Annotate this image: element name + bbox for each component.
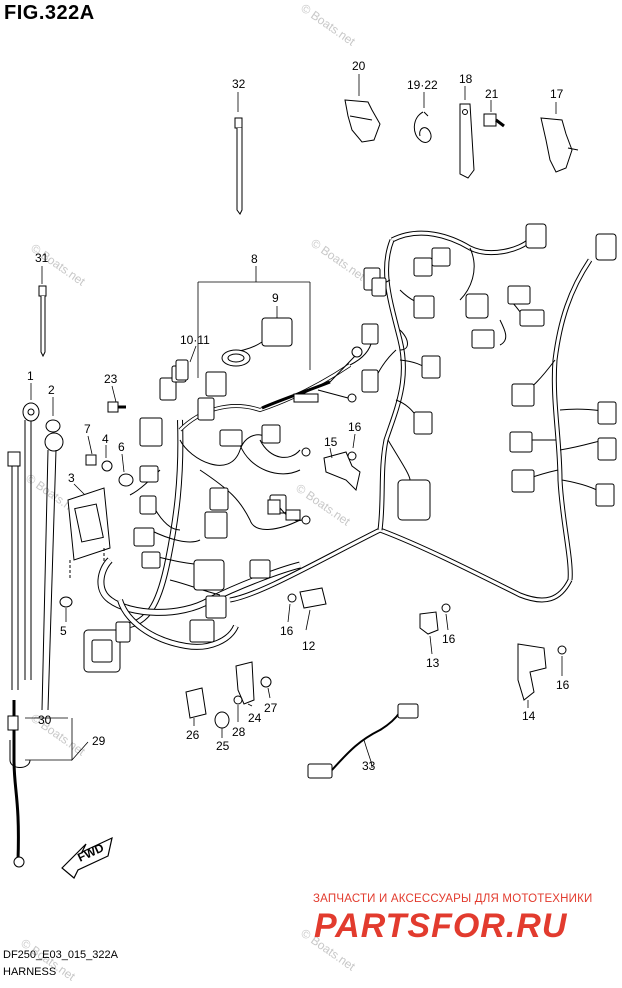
callout-5: 5 [60, 624, 67, 638]
promo-brand-logo: PARTSFOR.RU [314, 907, 568, 945]
part-7-bolt [85, 435, 97, 466]
callout-16c: 16 [442, 632, 456, 646]
watermark-text: © Boats.net [308, 236, 368, 284]
part-33-sub-harness [307, 703, 419, 779]
injector-harness [371, 230, 607, 581]
part-19-22-clip [413, 92, 432, 143]
callout-10-11: 10·11 [180, 333, 210, 347]
part-13-bracket [419, 611, 439, 655]
callout-23: 23 [104, 372, 118, 386]
part-18-bracket [459, 86, 475, 179]
callout-7: 7 [84, 422, 91, 436]
callout-16b: 16 [280, 624, 294, 638]
part-23-bolt [107, 385, 126, 413]
part-25-grommet [214, 711, 230, 738]
callout-14: 14 [522, 709, 536, 723]
part-3-plate [67, 483, 111, 580]
callout-15: 15 [324, 435, 338, 449]
part-12-bracket [299, 587, 327, 631]
callout-19-22: 19·22 [407, 78, 438, 92]
callout-21: 21 [485, 87, 499, 101]
promo-brand-text: PARTSFOR.RU [314, 907, 568, 945]
callout-30: 30 [38, 713, 52, 727]
callout-12: 12 [302, 639, 316, 653]
callout-20: 20 [352, 59, 366, 73]
part-16-bolt-d [557, 645, 567, 676]
part-16-bolt-a [347, 433, 357, 461]
callout-1: 1 [27, 369, 34, 383]
ring-terminal-leads [261, 346, 363, 525]
part-14-bracket [517, 643, 547, 708]
part-16-bolt-c [441, 603, 451, 631]
part-28-nut [233, 695, 243, 722]
part-17-clamp [540, 102, 579, 173]
promo-tagline: ЗАПЧАСТИ И АКСЕССУАРЫ ДЛЯ МОТОТЕХНИКИ [313, 893, 593, 905]
callout-8: 8 [251, 252, 258, 266]
part-15-bracket [323, 451, 361, 491]
leader-lines [189, 266, 333, 459]
callout-17: 17 [550, 87, 564, 101]
callout-25: 25 [216, 739, 230, 753]
left-cable-connector [7, 451, 21, 690]
callout-16d: 16 [556, 678, 570, 692]
figure-name: HARNESS [3, 966, 57, 978]
part-2-cable-cap [41, 397, 64, 711]
part-5-nut [59, 596, 73, 622]
callout-32: 32 [232, 77, 246, 91]
part-1-battery-cable [22, 383, 40, 680]
callout-3: 3 [68, 471, 75, 485]
callout-labels: 32 20 19·22 18 21 17 31 8 9 10·11 1 23 2… [27, 59, 570, 773]
callout-2: 2 [48, 383, 55, 397]
part-27-bolt [260, 676, 272, 699]
watermark-text: © Boats.net [298, 1, 358, 49]
part-21-bolt [483, 100, 505, 128]
callout-29: 29 [92, 734, 106, 748]
figure-code: DF250_E03_015_322A [3, 949, 118, 961]
part-29-ground-cable [7, 700, 31, 868]
callout-26: 26 [186, 728, 200, 742]
part-20-clamp [344, 74, 381, 143]
callout-16a: 16 [348, 420, 362, 434]
callout-33: 33 [362, 759, 376, 773]
part-16-bolt-b [287, 593, 297, 623]
callout-13: 13 [426, 656, 440, 670]
figure-title: FIG.322A [4, 2, 95, 24]
part-26-cap [185, 687, 207, 726]
part-31-cable-tie [38, 266, 47, 358]
fwd-direction-arrow: FWD [61, 836, 113, 879]
callout-6: 6 [118, 440, 125, 454]
part-24-bracket [235, 661, 255, 707]
part-32-cable-tie [234, 92, 243, 215]
callout-28: 28 [232, 725, 246, 739]
callout-18: 18 [459, 72, 473, 86]
injector-connectors [361, 223, 617, 521]
callout-4: 4 [102, 432, 109, 446]
part-4-nut [101, 445, 113, 472]
watermarks: © Boats.net © Boats.net © Boats.net © Bo… [18, 1, 368, 984]
callout-31: 31 [35, 251, 49, 265]
part-6-grommet [118, 453, 134, 487]
harness-connectors [83, 317, 293, 673]
callout-24: 24 [248, 711, 262, 725]
callout-9: 9 [272, 291, 279, 305]
callout-27: 27 [264, 701, 278, 715]
